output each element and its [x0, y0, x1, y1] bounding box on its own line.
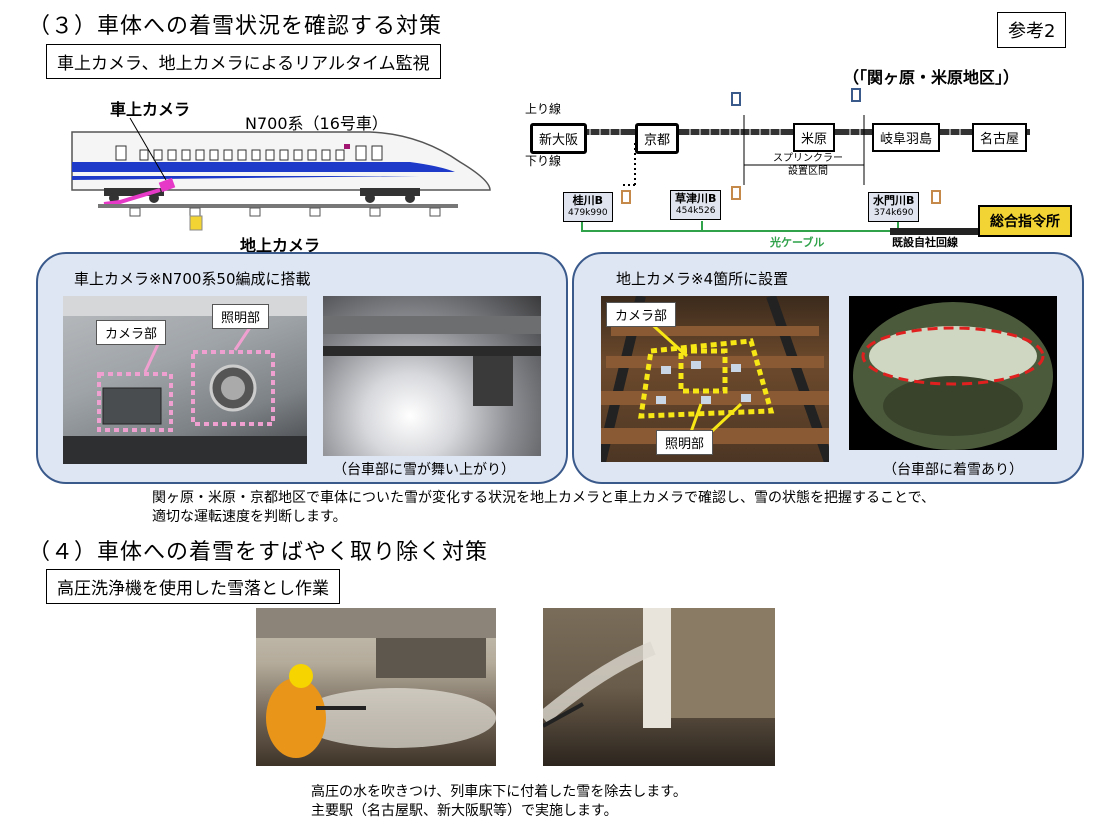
washing-photo-2	[543, 608, 775, 766]
ground-panel-title: 地上カメラ※4箇所に設置	[616, 270, 789, 288]
ground-snow-photo	[849, 296, 1057, 450]
reference-badge: 参考2	[997, 12, 1067, 48]
ground-camera-photo	[601, 296, 829, 462]
section3-subtitle: 車上カメラ、地上カメラによるリアルタイム監視	[46, 44, 441, 79]
section4-caption-line1: 高圧の水を吹きつけ、列車床下に付着した雪を除去します。	[311, 784, 687, 800]
washing-photo-1	[256, 608, 496, 766]
onboard-snow-photo-drawing	[323, 316, 541, 406]
sprinkler-label-line1: スプリンクラー	[773, 153, 843, 164]
washing-photo-1-drawing	[256, 608, 496, 758]
area-label: （「関ヶ原・米原地区」）	[843, 68, 1020, 87]
description-line2: 適切な運転速度を判断します。	[152, 509, 347, 525]
section4-subtitle: 高圧洗浄機を使用した雪落とし作業	[46, 569, 340, 604]
existing-line-label: 既設自社回線	[892, 236, 958, 249]
substation-km: 454k526	[675, 206, 716, 216]
substation-kusatsugawa: 草津川B 454k526	[670, 190, 722, 220]
ground-caption: （台車部に着雪あり）	[883, 462, 1023, 478]
sprinkler-label: スプリンクラー 設置区間	[773, 152, 843, 178]
ground-camera-part-label: カメラ部	[606, 302, 677, 327]
station-maibara: 米原	[793, 123, 836, 152]
station-nagoya: 名古屋	[972, 123, 1028, 152]
train-illustration	[60, 92, 500, 252]
ground-camera-label: 地上カメラ	[240, 236, 321, 255]
substation-suimongawa: 水門川B 374k690	[868, 192, 920, 222]
section4-title: （４）車体への着雪をすばやく取り除く対策	[28, 540, 489, 565]
ground-snow-photo-drawing	[853, 302, 1053, 450]
onboard-light-part-label: 照明部	[212, 304, 270, 329]
ground-light-part-label: 照明部	[656, 430, 714, 455]
substation-katsuragawa: 桂川B 479k990	[563, 192, 613, 222]
station-gifu-hashima: 岐阜羽島	[872, 123, 941, 152]
substation-name: 水門川B	[873, 194, 915, 207]
substation-km: 374k690	[873, 208, 914, 218]
substation-name: 草津川B	[675, 192, 717, 205]
station-kyoto: 京都	[635, 123, 680, 154]
down-line-label: 下り線	[525, 154, 562, 168]
description-line1: 関ヶ原・米原・京都地区で車体についた雪が変化する状況を地上カメラと車上カメラで確…	[152, 490, 936, 506]
section3-title: （３）車体への着雪状況を確認する対策	[28, 14, 443, 39]
onboard-camera-photo-drawing	[63, 296, 307, 464]
up-line-label: 上り線	[525, 102, 562, 116]
fiber-cable-label: 光ケーブル	[770, 236, 825, 249]
train-model-label: N700系（16号車）	[245, 114, 388, 133]
substation-km: 479k990	[568, 208, 608, 218]
washing-photo-2-drawing	[543, 608, 775, 728]
onboard-camera-label: 車上カメラ	[110, 100, 191, 119]
command-center: 総合指令所	[978, 205, 1072, 237]
onboard-camera-part-label: カメラ部	[96, 320, 167, 345]
train-diagram	[71, 117, 491, 231]
station-shin-osaka: 新大阪	[530, 123, 588, 154]
sprinkler-label-line2: 設置区間	[788, 166, 828, 177]
onboard-snow-photo	[323, 296, 541, 456]
substation-name: 桂川B	[572, 194, 603, 207]
onboard-caption: （台車部に雪が舞い上がり）	[333, 462, 515, 478]
onboard-panel-title: 車上カメラ※N700系50編成に搭載	[74, 270, 311, 288]
section4-caption-line2: 主要駅（名古屋駅、新大阪駅等）で実施します。	[311, 803, 618, 819]
